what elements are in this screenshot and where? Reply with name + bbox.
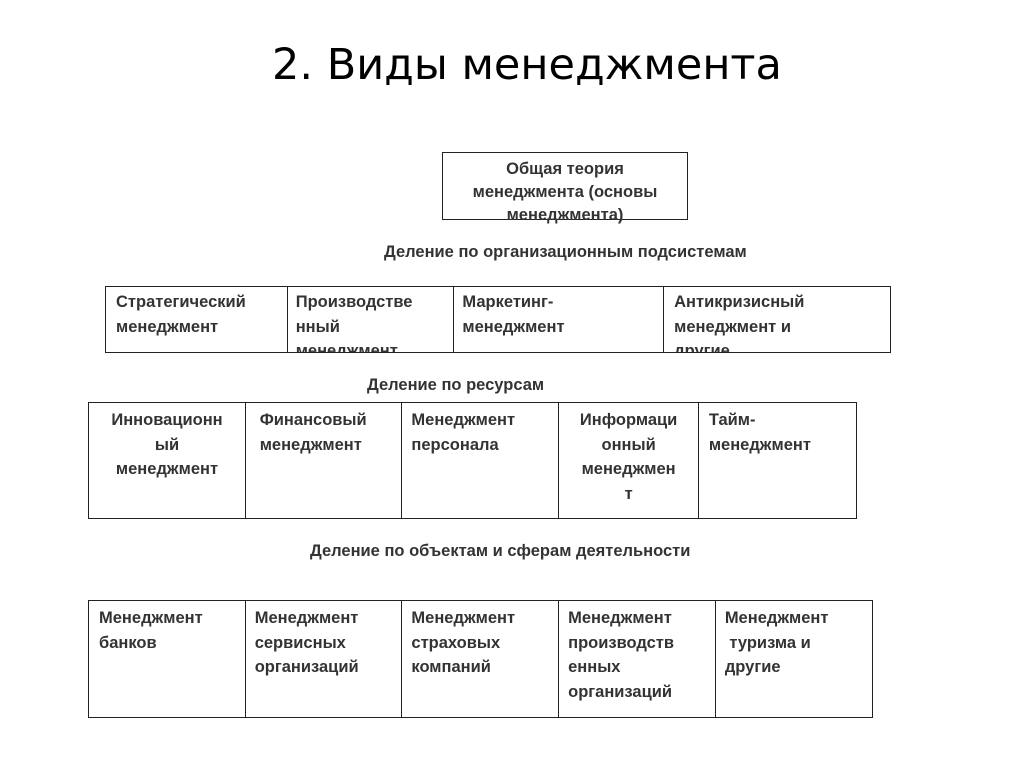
box-line: Производстве (295, 293, 413, 311)
box-line: Финансовый (259, 411, 367, 429)
slide-title: 2. Виды менеджмента (272, 40, 782, 90)
root-line: Общая теория (506, 160, 624, 178)
box-line: Тайм- (708, 411, 756, 429)
box-information: Информаци онный менеджмен т (558, 402, 700, 519)
box-strategic: Стратегический менеджмент (105, 286, 288, 353)
box-line: Менеджмент (254, 609, 359, 627)
box-line: банков (99, 633, 157, 652)
box-line: Менеджмент (568, 609, 672, 627)
box-line: сервисных (254, 633, 346, 652)
box-line: онный (601, 435, 656, 454)
box-insurance: Менеджмент страховых компаний (401, 600, 560, 718)
box-line: туризма и (724, 633, 811, 652)
box-line: ый (154, 435, 180, 454)
box-line: Менеджмент (411, 609, 516, 627)
box-line: Информаци (579, 411, 678, 429)
box-line: менеджмент (462, 317, 565, 336)
box-innovation: Инновационн ый менеджмент (88, 402, 246, 519)
row-resources: Инновационн ый менеджмент Финансовый мен… (88, 402, 857, 519)
box-line: компаний (411, 658, 491, 676)
box-line: енных (568, 658, 621, 676)
box-personnel: Менеджмент персонала (401, 402, 560, 519)
box-line: организаций (254, 658, 359, 676)
box-line: организаций (568, 682, 673, 701)
box-production: Производстве нный менеджмент (286, 286, 455, 353)
box-service: Менеджмент сервисных организаций (244, 600, 403, 718)
group-label-subsystems: Деление по организационным подсистемам (384, 243, 747, 261)
box-line: Маркетинг- (462, 293, 554, 311)
box-line: менеджмент (295, 342, 398, 353)
box-line: Инновационн (111, 411, 223, 429)
box-time: Тайм- менеджмент (697, 402, 857, 519)
box-line: Антикризисный (674, 293, 805, 311)
box-line: Менеджмент (411, 411, 516, 429)
box-line: Менеджмент (724, 609, 829, 627)
box-line: т (624, 484, 633, 503)
box-marketing: Маркетинг- менеджмент (453, 286, 665, 353)
box-financial: Финансовый менеджмент (244, 402, 403, 519)
group-label-objects: Деление по объектам и сферам деятельност… (310, 542, 691, 560)
box-anticrisis: Антикризисный менеджмент и другие. (663, 286, 892, 353)
box-line: другие. (674, 342, 735, 353)
box-line: менеджмент (115, 460, 219, 478)
box-line: менеджмент и (674, 317, 791, 336)
box-line: персонала (411, 435, 499, 454)
box-tourism: Менеджмент туризма и другие (714, 600, 873, 718)
root-line: менеджмента) (506, 206, 624, 224)
box-banks: Менеджмент банков (88, 600, 246, 718)
box-line: Менеджмент (99, 609, 203, 627)
group-label-resources: Деление по ресурсам (367, 376, 545, 394)
box-line: нный (295, 317, 340, 336)
row-objects: Менеджмент банков Менеджмент сервисных о… (88, 600, 873, 718)
box-line: менеджмен (581, 460, 676, 478)
box-line: производств (568, 633, 675, 652)
row-subsystems: Стратегический менеджмент Производстве н… (105, 286, 892, 353)
box-line: Стратегический (116, 293, 246, 311)
box-line: другие (724, 658, 781, 676)
box-line: менеджмент (116, 317, 219, 336)
box-line: менеджмент (708, 435, 811, 454)
root-line: менеджмента (основы (472, 183, 658, 201)
box-line: менеджмент (259, 435, 362, 454)
box-line: страховых (411, 633, 501, 652)
box-production-orgs: Менеджмент производств енных организаций (558, 600, 717, 718)
root-box-general-theory: Общая теория менеджмента (основы менеджм… (442, 152, 688, 224)
